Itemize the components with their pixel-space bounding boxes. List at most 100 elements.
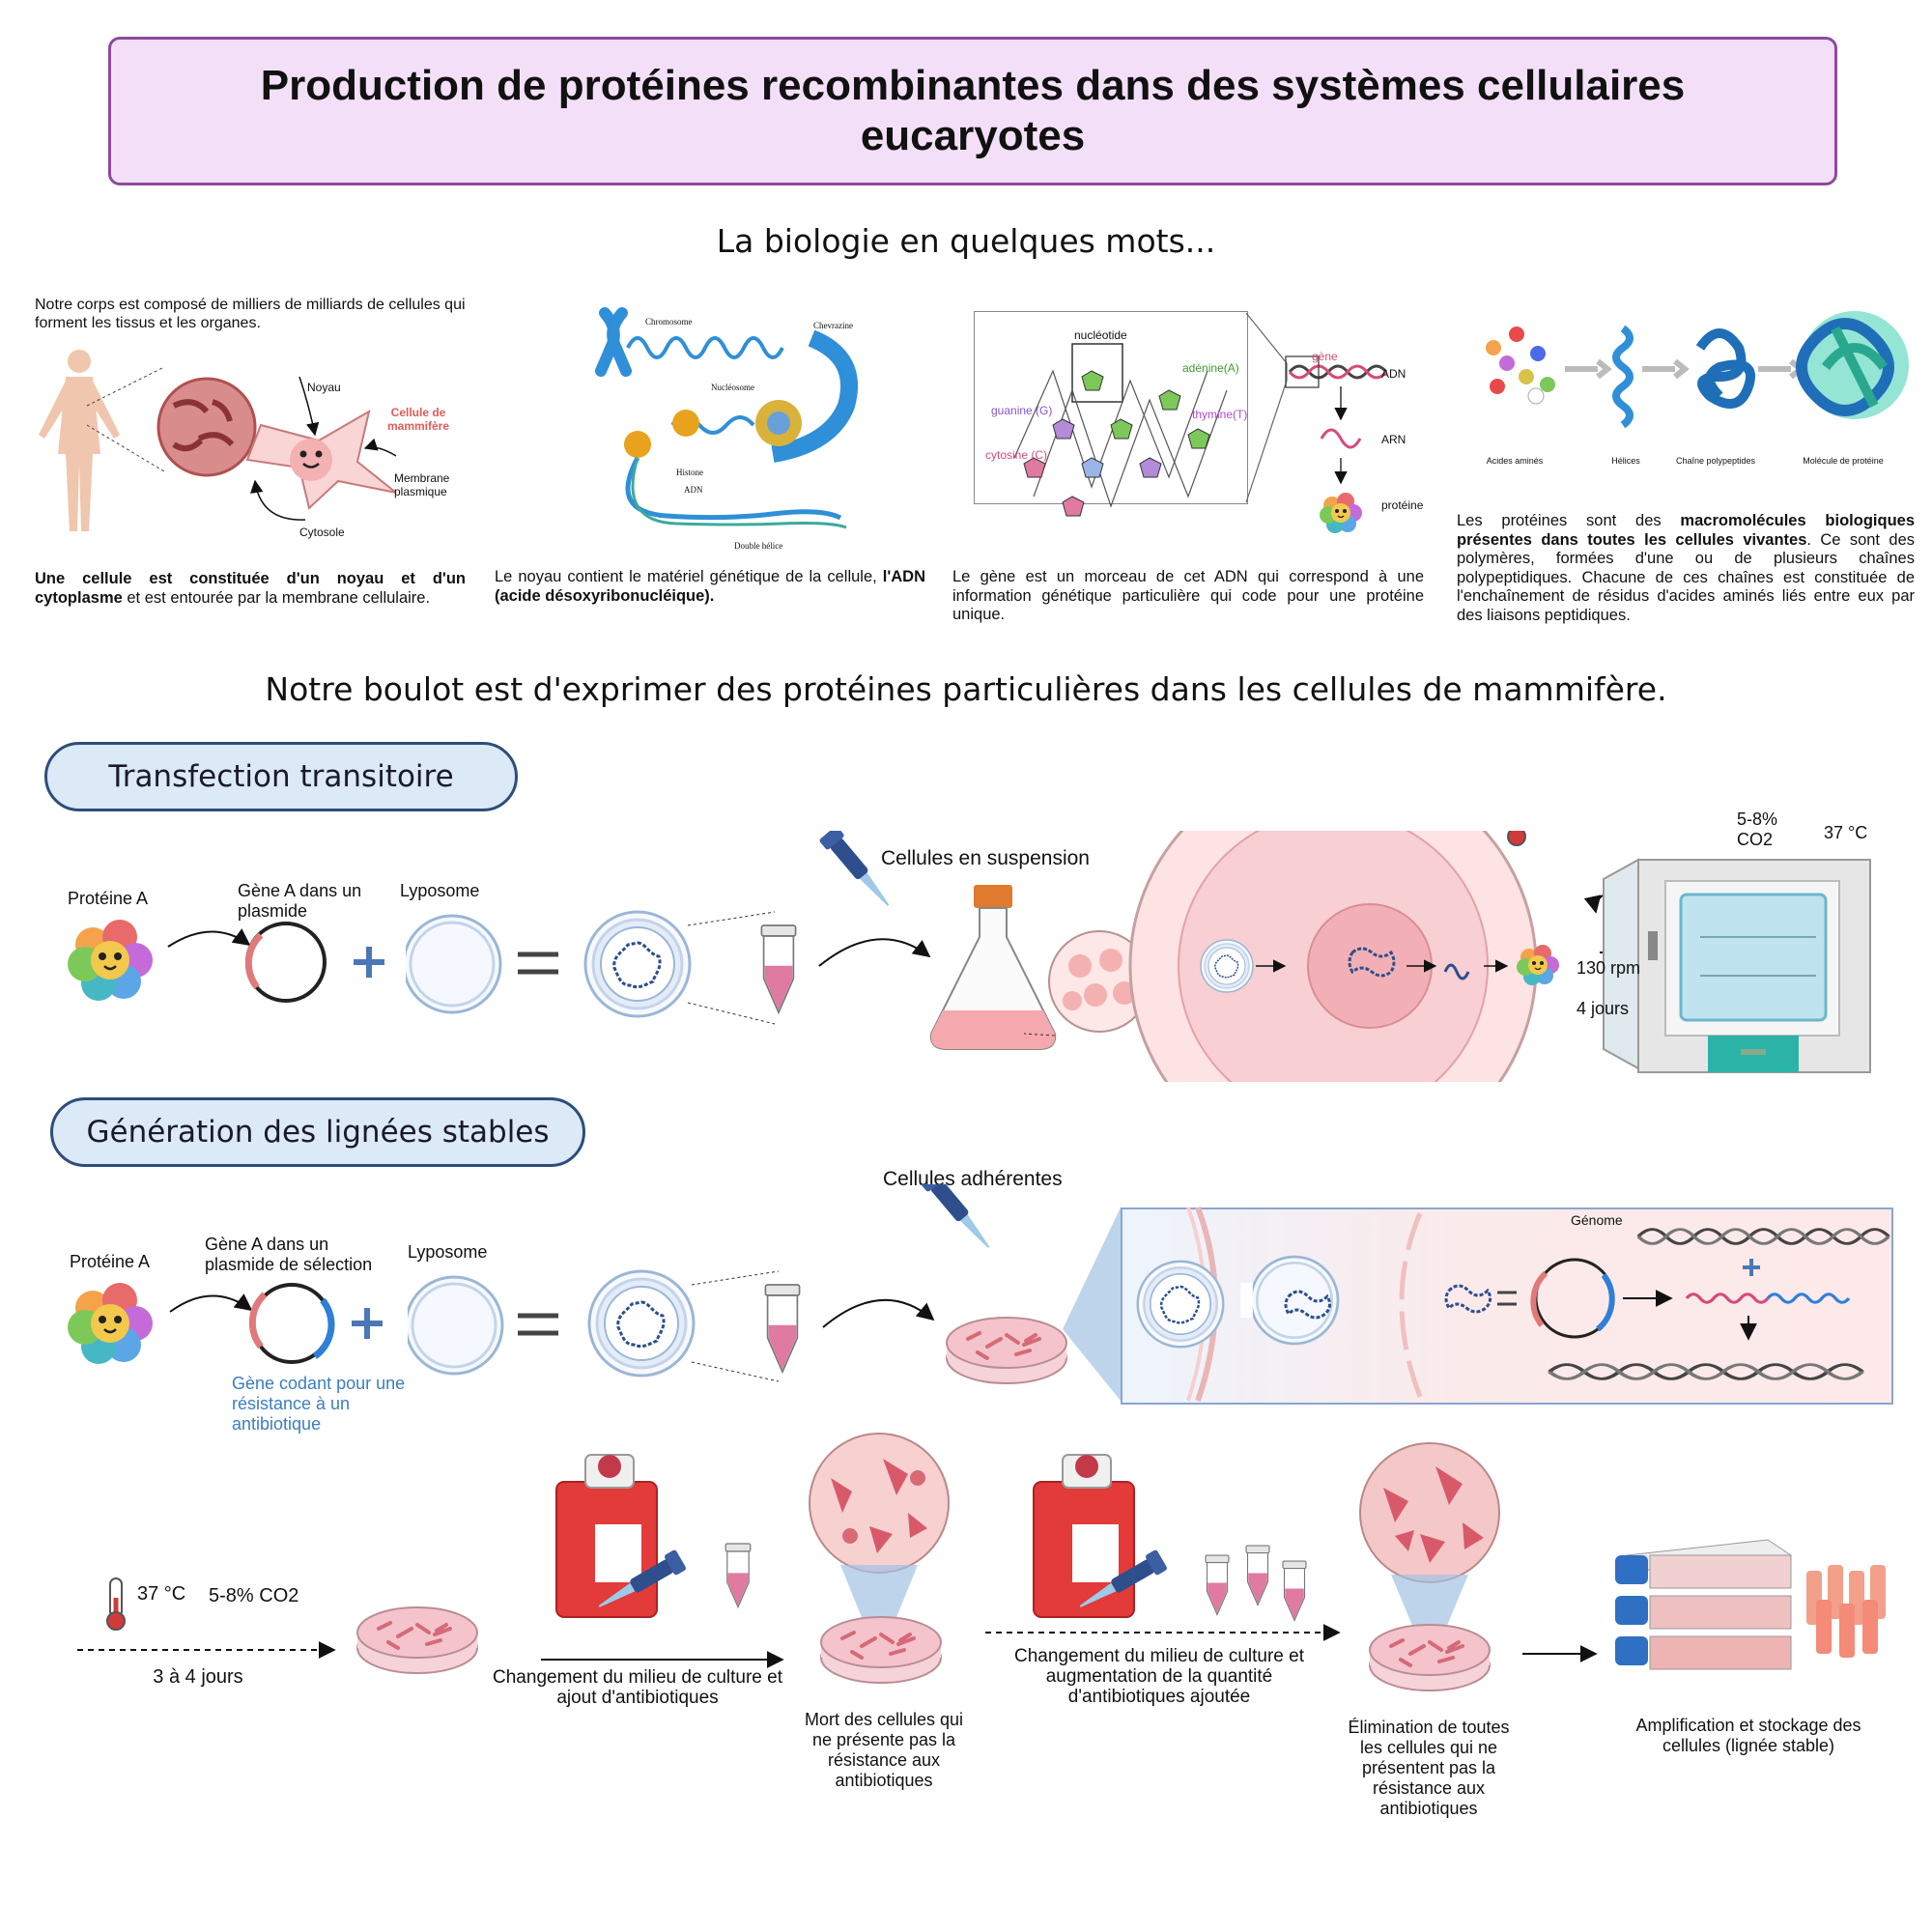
tube-icon <box>760 924 797 1014</box>
genome-dna-icon <box>1636 1227 1891 1246</box>
dna-description: Le noyau contient le matériel génétique … <box>495 568 925 605</box>
integration-plasmid-icon <box>1530 1258 1615 1339</box>
resistant-cells-magnifier-icon <box>1359 1442 1500 1583</box>
stable-days-label: 3 à 4 jours <box>153 1666 243 1688</box>
chromosome-label: Chromosome <box>645 317 693 327</box>
stable-plus-icon <box>352 1308 383 1339</box>
human-figure-icon <box>39 350 120 531</box>
antibiotic-tube-icon <box>724 1543 752 1608</box>
histone-label: Histone <box>676 468 703 477</box>
pipette-icon <box>818 831 897 913</box>
work-heading: Notre boulot est d'exprimer des protéine… <box>265 670 1667 708</box>
resistance-gene-label: Gène codant pour une résistance à un ant… <box>232 1374 406 1434</box>
step2-label: Mort des cellules qui ne présente pas la… <box>804 1710 964 1790</box>
suspension-cells-label: Cellules en suspension <box>881 847 1090 869</box>
adn-label: ADN <box>684 485 703 495</box>
bio-heading: La biologie en quelques mots... <box>716 222 1216 260</box>
step4-label: Élimination de toutes les cellules qui n… <box>1348 1718 1510 1818</box>
membrane-entry-icon <box>1136 1206 1492 1402</box>
transient-gene-label: Gène A dans un plasmide <box>238 881 362 921</box>
amino-acids-label: Acides aminés <box>1486 456 1544 466</box>
arn-icon <box>1320 428 1362 449</box>
thermometer-icon <box>1507 831 1526 846</box>
cell-zoom-icon <box>1128 831 1560 1082</box>
dead-cells-magnifier-icon <box>809 1433 950 1574</box>
nucleosome-label: Nucléosome <box>711 383 754 392</box>
cell-illustration <box>39 350 397 531</box>
selection-plasmid-icon <box>248 1283 335 1364</box>
transient-days-label: 4 jours <box>1577 999 1630 1018</box>
chevrazine-label: Chevrazine <box>813 321 853 330</box>
transient-liposome-label: Lyposome <box>400 881 480 900</box>
chromosome-icon <box>595 307 632 377</box>
integrated-dna-icon <box>1549 1365 1862 1379</box>
cell-description: Une cellule est constituée d'un noyau et… <box>35 570 466 607</box>
stable-thermometer-icon <box>106 1577 126 1631</box>
nucleotide-icons <box>1023 370 1210 517</box>
genome-label: Génome <box>1571 1212 1623 1228</box>
resistant-dish-icon <box>1368 1623 1492 1692</box>
helix-icon <box>1612 325 1634 429</box>
stable-gene-label: Gène A dans un plasmide de sélection <box>205 1235 373 1274</box>
nucleosome-icon <box>755 400 802 446</box>
stable-protein-label: Protéine A <box>70 1252 151 1271</box>
adherent-cells-label: Cellules adhérentes <box>883 1168 1063 1190</box>
mammal-cell-label: Cellule de mammifère <box>386 406 450 433</box>
stable-lipoplex-icon <box>587 1269 696 1378</box>
protein-molecule-icon <box>1796 311 1909 419</box>
tissue-magnifier-icon <box>156 377 257 477</box>
cryo-tubes-icon <box>1806 1565 1886 1658</box>
stable-heading: Génération des lignées stables <box>50 1097 585 1167</box>
stable-tube-icon <box>764 1284 801 1374</box>
noyau-label: Noyau <box>307 381 341 394</box>
thymine-label: thymine(T) <box>1192 408 1248 421</box>
proteine-label: protéine <box>1381 498 1424 512</box>
transient-workflow <box>66 831 1871 1082</box>
arn-label: ARN <box>1381 433 1406 446</box>
gene-description: Le gène est un morceau de cet ADN qui co… <box>952 568 1424 623</box>
medium-bottle-2-icon <box>1033 1454 1135 1618</box>
nucleotide-label: nucléotide <box>1074 328 1127 342</box>
selection-workflow <box>77 1433 1886 1692</box>
transient-co2-label: 5-8% CO2 <box>1737 810 1778 849</box>
adherent-dish-icon <box>945 1316 1068 1385</box>
integration-equals-icon <box>1497 1291 1517 1306</box>
gene-label: gène <box>1312 350 1338 363</box>
page-title: Production de protéines recombinantes da… <box>260 62 1686 159</box>
dna-illustration <box>595 307 859 529</box>
transient-protein-label: Protéine A <box>68 889 149 908</box>
chain-label: Chaîne polypeptides <box>1675 456 1756 466</box>
culture-flasks-icon <box>1615 1539 1793 1670</box>
title-banner: Production de protéines recombinantes da… <box>108 37 1837 185</box>
nucleotide-box <box>974 311 1248 504</box>
flask-icon <box>929 885 1057 1050</box>
rpm-label: 130 rpm <box>1577 958 1641 978</box>
protein-molecule-label: Molécule de protéine <box>1803 456 1884 466</box>
stable-co2-label: 5-8% CO2 <box>209 1585 299 1606</box>
protein-description: Les protéines sont des macromolécules bi… <box>1457 512 1916 624</box>
cell-intro: Notre corps est composé de milliers de m… <box>35 297 466 331</box>
equals-icon <box>518 952 558 975</box>
helices-label: Hélices <box>1611 456 1640 466</box>
selection-dish-icon <box>819 1615 943 1685</box>
culture-dish-icon <box>355 1605 479 1675</box>
suspension-cells-magnifier-icon <box>1048 930 1151 1033</box>
stable-liposome-label: Lyposome <box>408 1242 488 1262</box>
guanine-label: guanine (G) <box>991 404 1053 417</box>
stable-equals-icon <box>518 1313 558 1336</box>
cytosine-label: cytosine (C) <box>985 448 1048 462</box>
dna-gene-icon <box>1285 355 1388 388</box>
stable-liposome-icon <box>392 1275 504 1376</box>
adenine-label: adénine(A) <box>1182 361 1239 375</box>
protein-icon <box>1319 492 1363 534</box>
double-helice-label: Double hélice <box>734 541 783 551</box>
insert-dna-icon <box>1685 1293 1851 1304</box>
medium-bottle-icon <box>555 1454 658 1618</box>
cell-icon <box>245 409 397 510</box>
stable-workflow <box>66 1184 1891 1402</box>
stable-temp-label: 37 °C <box>137 1583 186 1605</box>
stable-pipette-icon <box>919 1184 998 1255</box>
transient-heading: Transfection transitoire <box>44 742 518 811</box>
incubator-icon <box>1603 858 1871 1073</box>
protein-a-icon <box>66 918 155 1003</box>
